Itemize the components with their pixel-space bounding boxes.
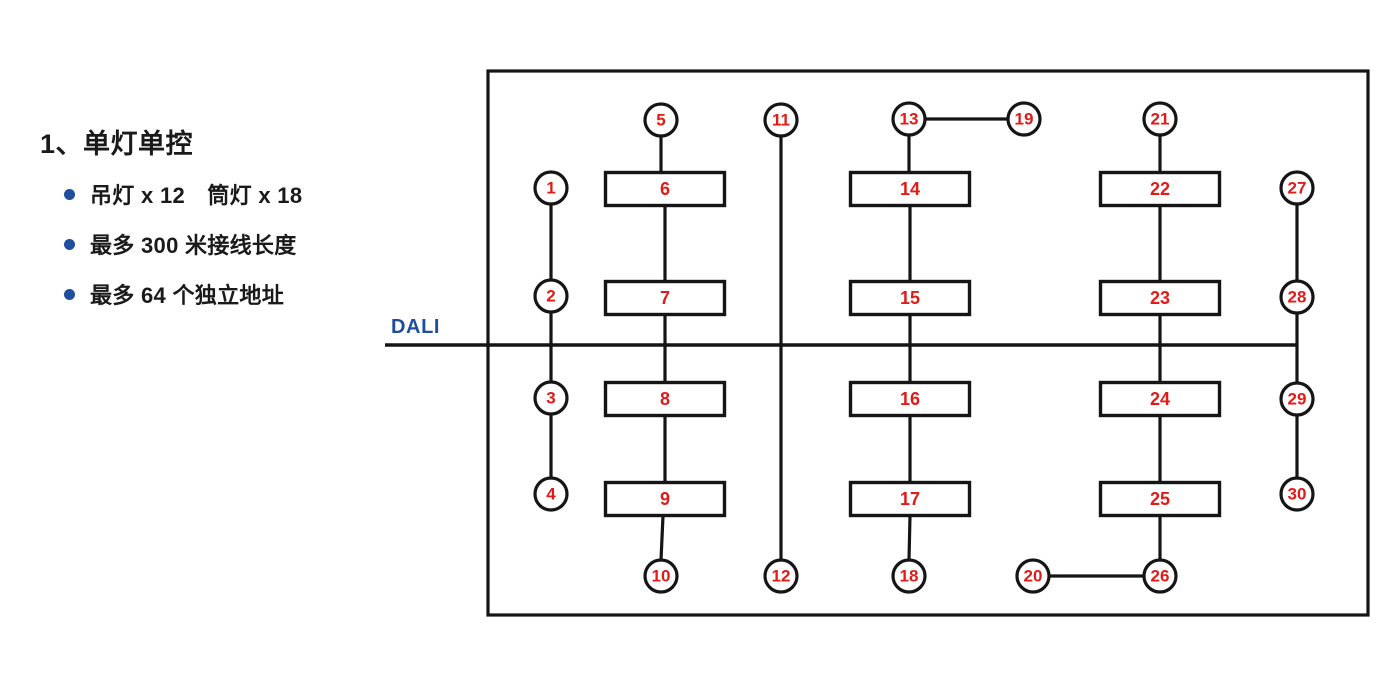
fixture-rect-16[interactable] [848,380,972,418]
fixture-circle-label-3: 3 [546,388,555,407]
fixture-circle-label-27: 27 [1288,178,1307,197]
fixture-rect-label-25: 25 [1150,489,1170,509]
fixture-circle-label-18: 18 [900,566,919,585]
enclosure-frame [486,69,1370,617]
fixture-rect-25[interactable] [1098,480,1222,518]
fixture-rect-9[interactable] [603,480,727,518]
fixture-circle-21[interactable] [1142,101,1178,137]
wire-col3-17-to-18 [907,515,912,561]
fixture-circle-2[interactable] [533,278,569,314]
fixture-circle-label-1: 1 [546,178,555,197]
enclosure-frame-group [486,69,1370,617]
page-title: 1、单灯单控 [40,129,194,159]
wire-group [549,117,1299,578]
fixture-rect-label-15: 15 [900,288,920,308]
fixture-circle-18[interactable] [891,558,927,594]
fixture-circle-28[interactable] [1279,279,1315,315]
fixture-circle-3[interactable] [533,380,569,416]
fixture-rectangle-group: 6 7 8 9 14 15 16 17 22 23 24 25 [603,170,1222,518]
fixture-circle-11[interactable] [763,102,799,138]
fixture-rect-label-24: 24 [1150,389,1170,409]
fixture-circle-label-30: 30 [1288,484,1307,503]
list-item: 吊灯 x 12 筒灯 x 18 [64,178,302,210]
fixture-circle-label-19: 19 [1015,109,1034,128]
fixture-circle-29[interactable] [1279,381,1315,417]
bullet-label: 最多 64 个独立地址 [90,283,284,308]
fixture-rect-7[interactable] [603,279,727,317]
fixture-circle-20[interactable] [1015,558,1051,594]
fixture-circle-label-28: 28 [1288,287,1307,306]
fixture-rect-label-23: 23 [1150,288,1170,308]
fixture-rect-label-22: 22 [1150,179,1170,199]
fixture-circle-label-5: 5 [656,110,665,129]
fixture-rect-17[interactable] [848,480,972,518]
fixture-circle-10[interactable] [643,558,679,594]
bullet-label: 最多 300 米接线长度 [90,233,297,258]
fixture-circle-label-11: 11 [772,110,790,129]
fixture-circle-label-13: 13 [900,109,919,128]
fixture-circle-label-12: 12 [772,566,791,585]
bullet-dot-icon [64,288,75,300]
fixture-rect-24[interactable] [1098,380,1222,418]
fixture-circle-26[interactable] [1142,558,1178,594]
fixture-circle-label-4: 4 [546,484,556,503]
fixture-rect-14[interactable] [848,170,972,208]
fixture-circle-1[interactable] [533,170,569,206]
list-item: 最多 64 个独立地址 [64,278,284,310]
fixture-rect-label-7: 7 [660,288,670,308]
fixture-circle-30[interactable] [1279,476,1315,512]
fixture-rect-label-14: 14 [900,179,920,199]
bullet-dot-icon [64,238,75,250]
fixture-rect-label-8: 8 [660,389,670,409]
fixture-rect-22[interactable] [1098,170,1222,208]
fixture-circle-label-21: 21 [1151,109,1170,128]
bullet-label: 吊灯 x 12 筒灯 x 18 [90,183,303,208]
fixture-rect-8[interactable] [603,380,727,418]
wire-col2-9-to-10 [659,515,665,561]
fixture-rect-6[interactable] [603,170,727,208]
fixture-rect-label-9: 9 [660,489,670,509]
fixture-rect-23[interactable] [1098,279,1222,317]
fixture-circle-13[interactable] [891,101,927,137]
fixture-circle-label-26: 26 [1151,566,1170,585]
fixture-rect-label-17: 17 [900,489,920,509]
fixture-rect-15[interactable] [848,279,972,317]
fixture-circle-12[interactable] [763,558,799,594]
dali-bus-label: DALI [391,316,441,338]
fixture-rect-label-16: 16 [900,389,920,409]
fixture-circle-label-29: 29 [1288,389,1307,408]
fixture-circle-27[interactable] [1279,170,1315,206]
fixture-circle-19[interactable] [1006,101,1042,137]
info-panel: 1、单灯单控 吊灯 x 12 筒灯 x 18 最多 300 米接线长度 最多 6… [0,0,470,698]
fixture-circle-5[interactable] [643,102,679,138]
list-item: 最多 300 米接线长度 [64,228,297,260]
fixture-circle-label-20: 20 [1024,566,1043,585]
fixture-circle-label-10: 10 [652,566,671,585]
fixture-circle-label-2: 2 [546,286,555,305]
fixture-circle-4[interactable] [533,476,569,512]
bullet-dot-icon [64,188,75,200]
fixture-rect-label-6: 6 [660,179,670,199]
